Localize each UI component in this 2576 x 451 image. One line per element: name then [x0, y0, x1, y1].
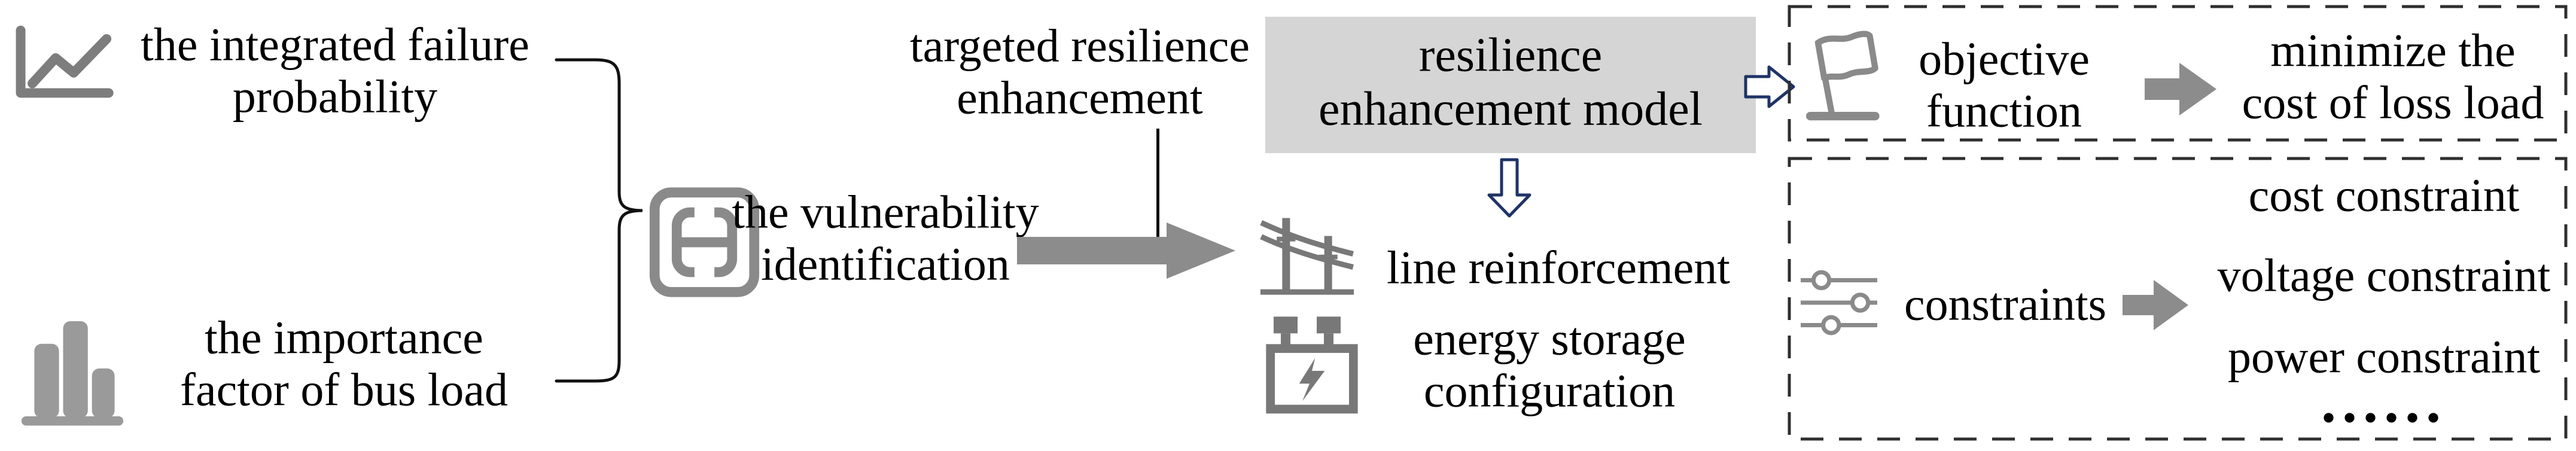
label-objective-function: objective function	[1919, 33, 2090, 138]
curly-brace-connector	[555, 58, 643, 383]
bar-chart-icon	[21, 321, 124, 426]
objective-right-arrow	[2145, 63, 2216, 115]
label-line: factor of bus load	[180, 364, 508, 416]
constraints-dashed-box	[1788, 157, 2568, 441]
label-resilience-enhancement-model: resilience enhancement model	[1319, 29, 1703, 136]
sliders-icon	[1801, 270, 1877, 336]
label-line: the vulnerability	[732, 185, 1039, 238]
battery-icon	[1266, 316, 1358, 414]
label-line: ......	[2321, 368, 2447, 435]
label-line-reinforcement: line reinforcement	[1387, 241, 1730, 293]
vulnerability-module-icon	[649, 187, 760, 297]
label-line: probability	[232, 71, 438, 123]
label-power-constraint: power constraint	[2228, 330, 2540, 382]
label-integrated-failure-probability: the integrated failure probability	[141, 19, 529, 123]
label-line: energy storage	[1413, 312, 1686, 365]
label-line: objective	[1919, 32, 2090, 85]
constraints-right-arrow	[2123, 280, 2188, 330]
resilience-enhancement-model-box	[1265, 17, 1756, 153]
label-line: power constraint	[2227, 330, 2541, 383]
blue-down-arrow	[1487, 158, 1531, 218]
label-line: function	[1926, 85, 2082, 137]
label-importance-factor-bus-load: the importance factor of bus load	[180, 312, 508, 416]
label-line: the importance	[205, 311, 483, 364]
flag-icon	[1805, 31, 1880, 121]
label-line: voltage constraint	[2217, 249, 2551, 301]
label-energy-storage-configuration: energy storage configuration	[1413, 313, 1686, 418]
label-line: configuration	[1423, 365, 1676, 417]
blue-right-arrow	[1744, 65, 1795, 108]
label-line: enhancement	[957, 72, 1203, 124]
label-line: enhancement model	[1319, 83, 1703, 135]
label-cost-constraint: cost constraint	[2249, 169, 2520, 221]
label-line: cost of loss load	[2242, 77, 2544, 129]
label-ellipsis: ......	[2321, 372, 2447, 432]
label-targeted-resilience-enhancement: targeted resilience enhancement	[910, 20, 1250, 124]
label-line: constraints	[1904, 278, 2106, 330]
objective-dashed-box	[1788, 5, 2568, 142]
label-line: the integrated failure	[141, 18, 529, 71]
connector-line-vertical	[1156, 129, 1159, 240]
label-line: identification	[761, 238, 1010, 290]
label-line: cost constraint	[2248, 169, 2520, 221]
label-constraints: constraints	[1904, 278, 2106, 330]
label-minimize-cost-loss-load: minimize the cost of loss load	[2242, 25, 2544, 129]
label-line: minimize the	[2270, 24, 2516, 77]
label-line: targeted resilience	[909, 19, 1250, 72]
label-line: resilience	[1418, 29, 1603, 82]
power-line-icon	[1260, 218, 1354, 295]
label-line: line reinforcement	[1387, 241, 1730, 294]
label-voltage-constraint: voltage constraint	[2218, 249, 2551, 301]
line-chart-icon	[16, 25, 114, 98]
big-right-arrow	[1017, 223, 1235, 279]
label-vulnerability-identification: the vulnerability identification	[732, 186, 1039, 291]
